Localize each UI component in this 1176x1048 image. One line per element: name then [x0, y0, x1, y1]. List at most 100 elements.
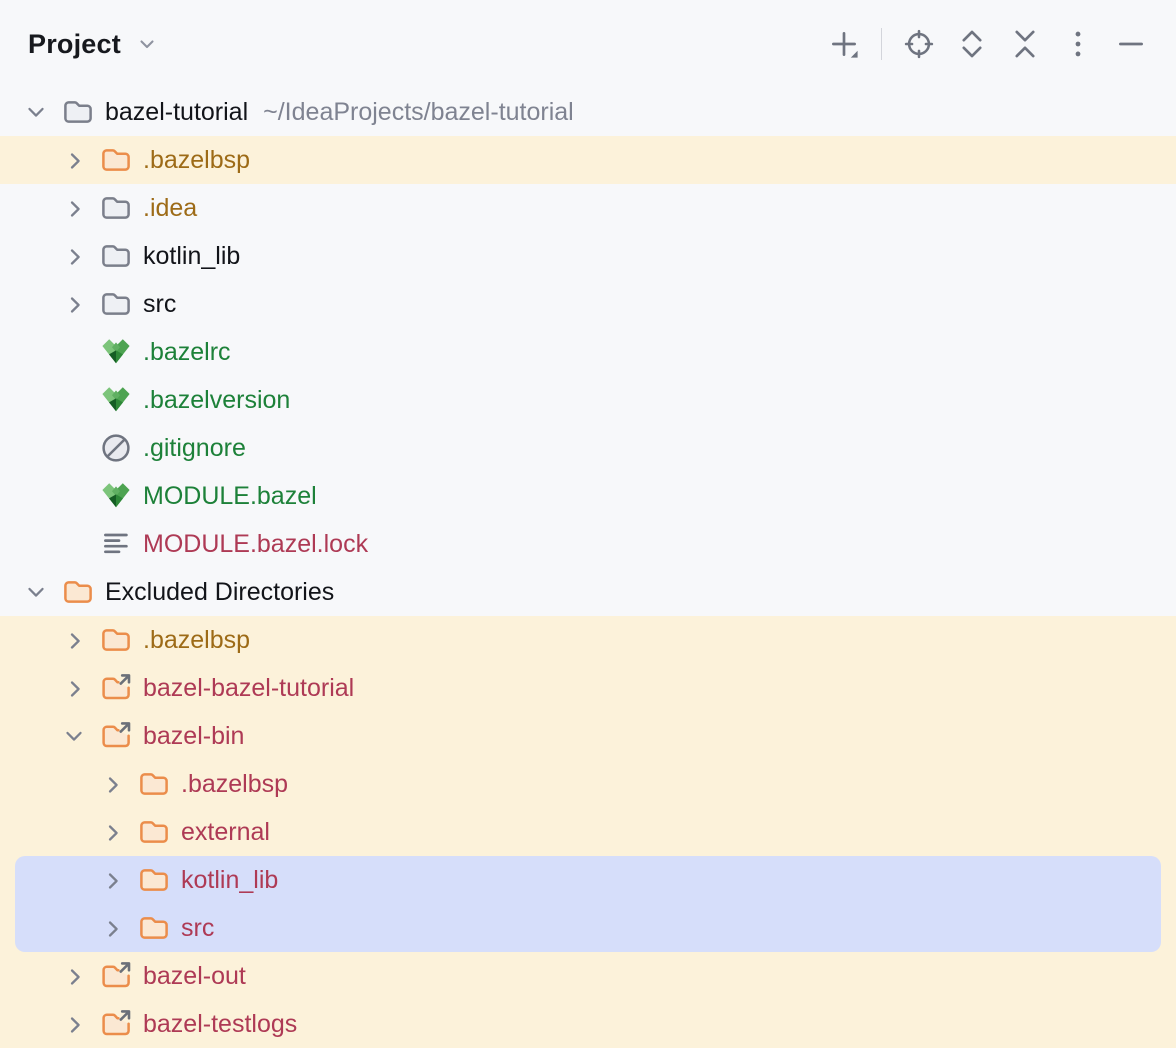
chevron-right-icon[interactable]: [64, 1013, 86, 1035]
tree-item-label: Excluded Directories: [105, 577, 335, 606]
tool-window-header: Project: [0, 0, 1176, 88]
indent-spacer: [64, 437, 86, 459]
folder-icon: [138, 912, 170, 944]
tree-row[interactable]: kotlin_lib: [0, 856, 1176, 904]
tree-item-label: src: [143, 289, 177, 318]
tree-item-label: .gitignore: [143, 433, 246, 462]
tree-row[interactable]: .bazelbsp: [0, 616, 1176, 664]
tree-item-label: .bazelrc: [143, 337, 231, 366]
folder-icon: [100, 144, 132, 176]
chevron-right-icon[interactable]: [102, 869, 124, 891]
chevron-right-icon[interactable]: [64, 245, 86, 267]
folder-icon: [62, 96, 94, 128]
locate-icon: [902, 27, 936, 61]
tree-row[interactable]: .bazelbsp: [0, 136, 1176, 184]
symlinked-folder-icon: [100, 1008, 132, 1040]
chevron-right-icon[interactable]: [64, 149, 86, 171]
folder-icon: [100, 624, 132, 656]
folder-icon: [138, 864, 170, 896]
kebab-menu-icon: [1061, 27, 1095, 61]
tree-item-label: MODULE.bazel.lock: [143, 529, 369, 558]
chevron-right-icon[interactable]: [102, 821, 124, 843]
indent-spacer: [64, 341, 86, 363]
indent-spacer: [64, 389, 86, 411]
collapse-all-icon: [1008, 27, 1042, 61]
chevron-right-icon[interactable]: [64, 965, 86, 987]
symlinked-folder-icon: [100, 672, 132, 704]
tree-row[interactable]: external: [0, 808, 1176, 856]
chevron-down-icon[interactable]: [26, 101, 48, 123]
tree-row[interactable]: .bazelbsp: [0, 760, 1176, 808]
bazel-file-icon: [100, 384, 132, 416]
indent-spacer: [64, 533, 86, 555]
tree-row[interactable]: kotlin_lib: [0, 232, 1176, 280]
panel-title: Project: [28, 28, 121, 59]
tree-item-label: .bazelbsp: [143, 145, 251, 174]
tree-row[interactable]: bazel-testlogs: [0, 1000, 1176, 1048]
tree-item-label: bazel-testlogs: [143, 1009, 298, 1038]
symlinked-folder-icon: [100, 960, 132, 992]
tree-item-label: kotlin_lib: [181, 865, 279, 894]
tree-item-label: src: [181, 913, 215, 942]
project-view-selector[interactable]: Project: [28, 29, 158, 60]
folder-icon: [100, 192, 132, 224]
hide-button[interactable]: [1112, 25, 1150, 63]
expand-all-button[interactable]: [953, 25, 991, 63]
plus-icon: [827, 27, 861, 61]
toolbar-separator: [881, 28, 882, 60]
tree-row[interactable]: .bazelrc: [0, 328, 1176, 376]
tree-item-label: .bazelbsp: [181, 769, 289, 798]
chevron-right-icon[interactable]: [64, 197, 86, 219]
tree-row[interactable]: Excluded Directories: [0, 568, 1176, 616]
tree-item-label: bazel-bin: [143, 721, 245, 750]
add-button[interactable]: [825, 25, 863, 63]
chevron-right-icon[interactable]: [64, 293, 86, 315]
tree-row[interactable]: .bazelversion: [0, 376, 1176, 424]
tree-item-label: external: [181, 817, 270, 846]
tree-item-label: kotlin_lib: [143, 241, 241, 270]
chevron-down-icon[interactable]: [64, 725, 86, 747]
folder-icon: [100, 240, 132, 272]
symlinked-folder-icon: [100, 720, 132, 752]
chevron-right-icon[interactable]: [102, 773, 124, 795]
more-options-button[interactable]: [1059, 25, 1097, 63]
folder-icon: [100, 288, 132, 320]
tree-item-label: MODULE.bazel: [143, 481, 317, 510]
chevron-right-icon[interactable]: [64, 629, 86, 651]
tree-row[interactable]: MODULE.bazel.lock: [0, 520, 1176, 568]
bazel-file-icon: [100, 480, 132, 512]
indent-spacer: [64, 485, 86, 507]
tree-row[interactable]: bazel-bin: [0, 712, 1176, 760]
folder-icon: [138, 816, 170, 848]
header-toolbar: [825, 25, 1150, 63]
tree-row[interactable]: bazel-out: [0, 952, 1176, 1000]
text-file-icon: [100, 528, 132, 560]
tree-row[interactable]: bazel-tutorial ~/IdeaProjects/bazel-tuto…: [0, 88, 1176, 136]
minimize-icon: [1114, 27, 1148, 61]
tree-item-label: .bazelversion: [143, 385, 291, 414]
bazel-file-icon: [100, 336, 132, 368]
tree-item-label: .bazelbsp: [143, 625, 251, 654]
project-file-tree: bazel-tutorial ~/IdeaProjects/bazel-tuto…: [0, 88, 1176, 1048]
tree-item-label: bazel-out: [143, 961, 246, 990]
chevron-down-icon[interactable]: [26, 581, 48, 603]
folder-icon: [138, 768, 170, 800]
expand-all-icon: [955, 27, 989, 61]
chevron-right-icon[interactable]: [102, 917, 124, 939]
collapse-all-button[interactable]: [1006, 25, 1044, 63]
chevron-right-icon[interactable]: [64, 677, 86, 699]
tree-item-label: .idea: [143, 193, 198, 222]
tree-row[interactable]: src: [0, 280, 1176, 328]
select-opened-file-button[interactable]: [900, 25, 938, 63]
project-path: ~/IdeaProjects/bazel-tutorial: [263, 97, 574, 126]
tree-row[interactable]: bazel-bazel-tutorial: [0, 664, 1176, 712]
ignored-file-icon: [100, 432, 132, 464]
tree-row[interactable]: .gitignore: [0, 424, 1176, 472]
tree-item-label: bazel-bazel-tutorial: [143, 673, 355, 702]
tree-row[interactable]: .idea: [0, 184, 1176, 232]
folder-icon: [62, 576, 94, 608]
chevron-down-icon: [140, 40, 154, 49]
tree-row[interactable]: src: [0, 904, 1176, 952]
tree-row[interactable]: MODULE.bazel: [0, 472, 1176, 520]
